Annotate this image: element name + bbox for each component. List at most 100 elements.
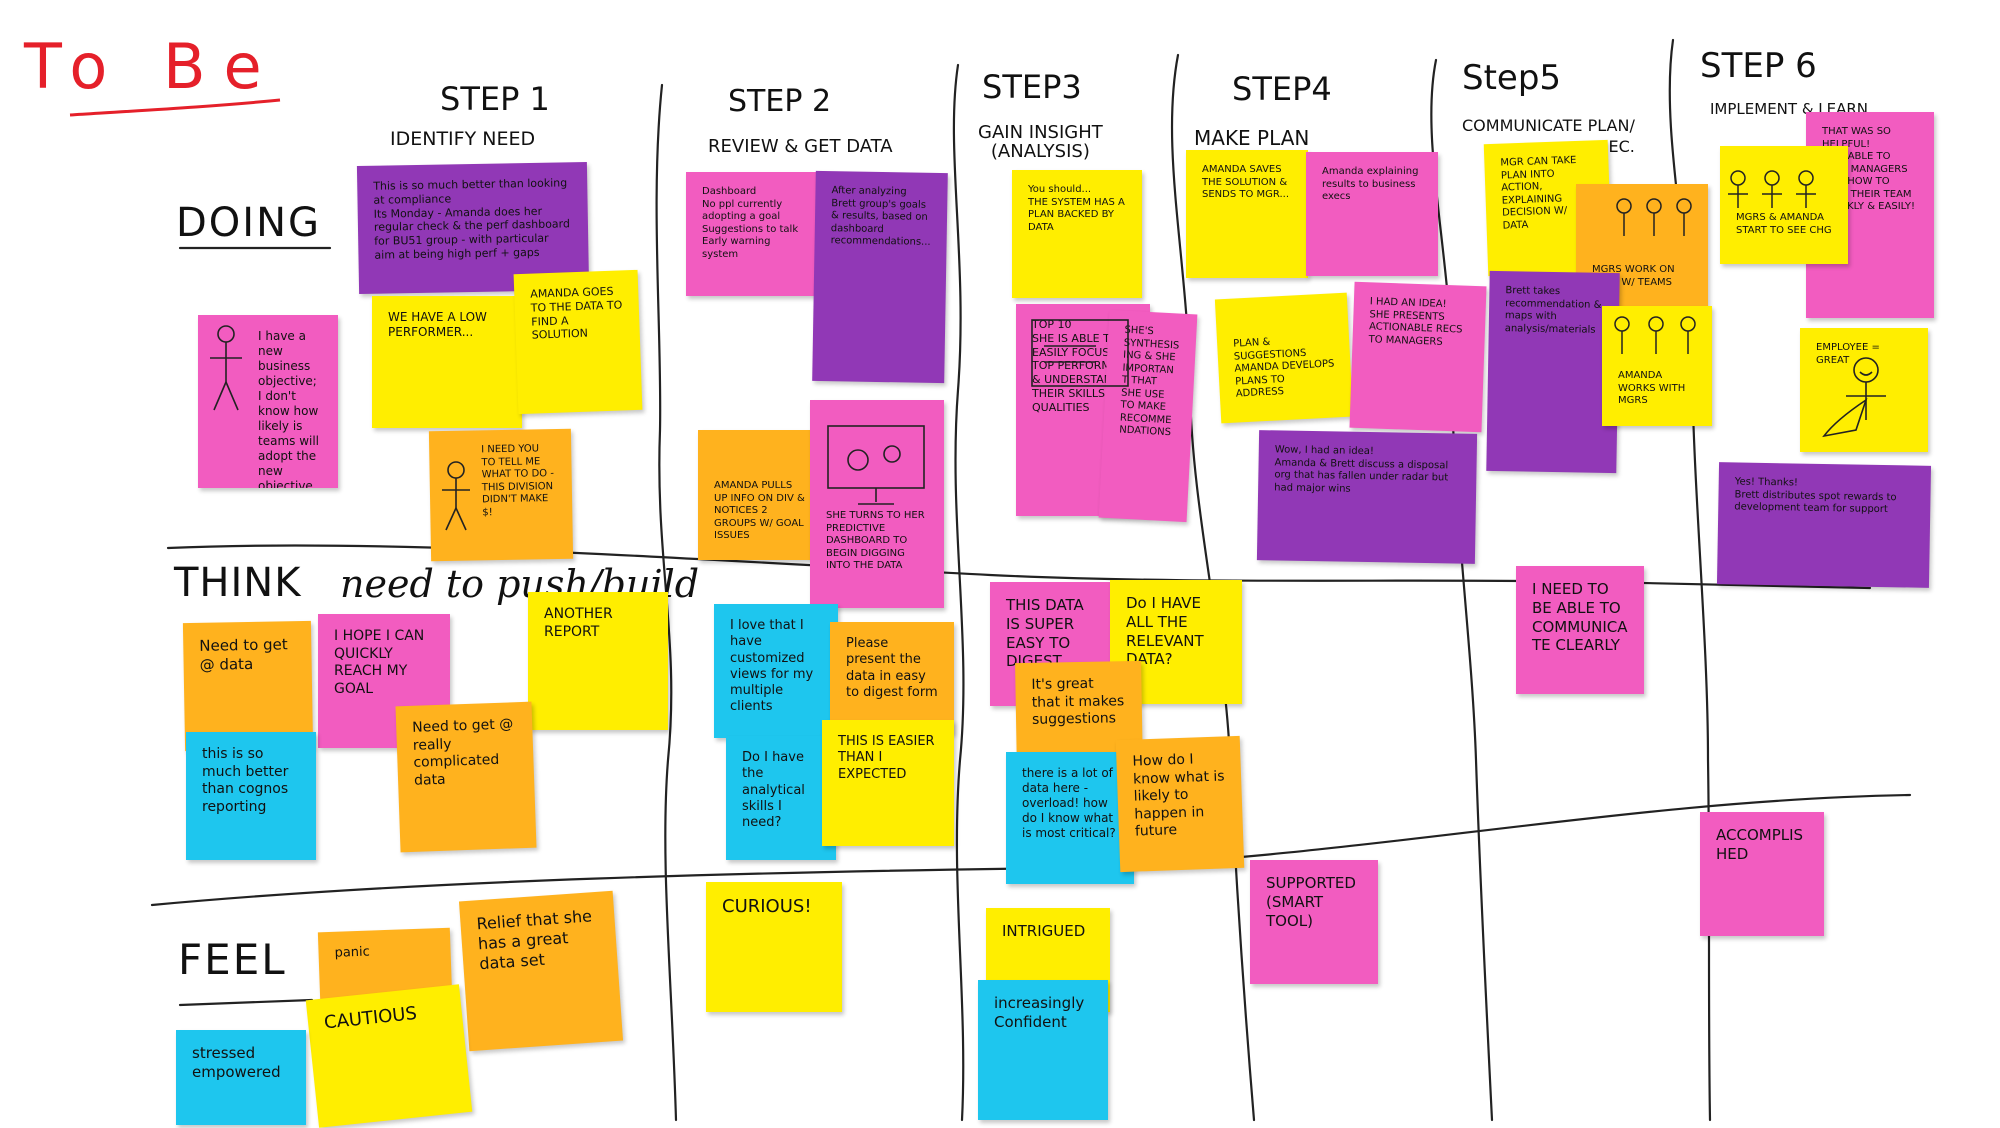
sticky-note-s4-yellow-b: PLAN & SUGGESTIONS AMANDA DEVELOPS PLANS… [1214,292,1354,424]
sticky-note-text: stressed empowered [192,1044,281,1081]
sticky-note-feel-confident: increasingly Confident [978,980,1108,1120]
monitor-sketch-icon [1031,319,1129,387]
sticky-note-text: ACCOMPLISHED [1716,826,1804,863]
sticky-note-text: How do I know what is likely to happen i… [1132,751,1225,840]
monitor-sketch-icon [827,425,925,505]
sticky-note-text: THIS DATA IS SUPER EASY TO DIGEST [1006,596,1084,671]
sticky-note-text: Need to get @ data [199,635,288,674]
sticky-note-text: there is a lot of data here - overload! … [1022,766,1116,840]
sticky-note-text: Do I HAVE ALL THE RELEVANT DATA? [1126,594,1204,669]
sticky-note-text: Yes! Thanks! Brett distributes spot rewa… [1734,476,1897,516]
sticky-note-text: AMANDA GOES TO THE DATA TO FIND A SOLUTI… [530,284,623,342]
sticky-note-s4-pink-b: I HAD AN IDEA! SHE PRESENTS ACTIONABLE R… [1349,281,1487,433]
sticky-note-text: I HOPE I CAN QUICKLY REACH MY GOAL [334,628,425,697]
sticky-note-s5-yellow-b: AMANDA WORKS WITH MGRS [1602,306,1712,426]
sticky-note-text: You should... THE SYSTEM HAS A PLAN BACK… [1028,184,1125,233]
sticky-note-text: After analyzing Brett group's goals & re… [830,185,931,248]
board-title: To Be [24,30,280,103]
sticky-note-text: SHE TURNS TO HER PREDICTIVE DASHBOARD TO… [826,510,925,571]
sticky-note-think-orange-c: Please present the data in easy to diges… [830,622,954,734]
column-divider-4 [1430,58,1494,1122]
sticky-note-text: CURIOUS! [722,896,812,917]
row-label-doing: DOING [176,200,321,246]
sticky-note-text: Need to get @ really complicated data [411,716,514,789]
step-5-label: Step5 [1462,58,1562,98]
sticky-note-text: It's great that it makes suggestions [1031,675,1125,728]
sticky-note-text: Amanda explaining results to business ex… [1322,166,1419,202]
row-label-feel: FEEL [178,935,287,984]
sticky-note-text: INTRIGUED [1002,922,1086,940]
sticky-note-text: I NEED YOU TO TELL ME WHAT TO DO - THIS … [481,443,555,518]
sticky-note-think-pink-c: I NEED TO BE ABLE TO COMMUNICATE CLEARLY [1516,566,1644,694]
sticky-note-text: Do I have the analytical skills I need? [742,750,805,830]
stick-figure-group-icon [1728,170,1816,208]
sticky-note-think-blue-b: I love that I have customized views for … [714,604,838,738]
stick-figure-group-icon [1614,316,1696,354]
stick-figure-group-icon [1616,198,1692,236]
sticky-note-s5-purple: Brett takes recommendation & maps with a… [1486,270,1620,474]
sticky-note-text: AMANDA SAVES THE SOLUTION & SENDS TO MGR… [1202,164,1290,200]
step-2-subtitle: REVIEW & GET DATA [708,136,893,157]
sticky-note-text: WE HAVE A LOW PERFORMER... [388,310,487,339]
sticky-note-think-yellow-c: Do I HAVE ALL THE RELEVANT DATA? [1110,580,1242,704]
step-4-label: STEP4 [1232,70,1332,108]
sticky-note-s4-yellow-a: AMANDA SAVES THE SOLUTION & SENDS TO MGR… [1186,150,1308,278]
sticky-note-s1-pink: I have a new business objective; I don't… [198,315,338,488]
step-3-subtitle: GAIN INSIGHT (ANALYSIS) [978,122,1103,162]
sticky-note-text: this is so much better than cognos repor… [202,746,289,815]
sticky-note-s1-yellow-a: WE HAVE A LOW PERFORMER... [372,296,522,428]
sticky-note-text: I NEED TO BE ABLE TO COMMUNICATE CLEARLY [1532,580,1628,655]
sticky-note-s6-purple: Yes! Thanks! Brett distributes spot rewa… [1716,462,1932,588]
sticky-note-text: Wow, I had an idea! Amanda & Brett discu… [1274,444,1449,495]
sticky-note-text: panic [334,944,371,961]
sticky-note-text: PLAN & SUGGESTIONS AMANDA DEVELOPS PLANS… [1232,336,1335,400]
stick-figure-icon [442,461,470,531]
step-3-label: STEP3 [982,68,1082,106]
stick-figure-icon [210,325,242,411]
sticky-note-s6-yellow-a: MGRS & AMANDA START TO SEE CHG [1720,146,1848,264]
sticky-note-text: I have a new business objective; I don't… [258,329,320,488]
sticky-note-text: AMANDA WORKS WITH MGRS [1618,370,1686,406]
sticky-note-s4-purple: Wow, I had an idea! Amanda & Brett discu… [1256,430,1478,564]
title-underline [69,98,281,117]
sticky-note-feel-relief: Relief that she has a great data set [458,890,624,1052]
sticky-note-s2-purple: After analyzing Brett group's goals & re… [812,170,948,384]
column-divider-3 [1170,53,1256,1122]
sticky-note-think-blue-c: Do I have the analytical skills I need? [726,736,836,860]
sticky-note-s1-yellow-b: AMANDA GOES TO THE DATA TO FIND A SOLUTI… [513,269,643,415]
sticky-note-text: Brett takes recommendation & maps with a… [1504,285,1602,336]
sticky-note-feel-supported: SUPPORTED (SMART TOOL) [1250,860,1378,984]
sticky-note-think-blue-a: this is so much better than cognos repor… [186,732,316,860]
sticky-note-text: Relief that she has a great data set [475,906,593,974]
smiling-figure-icon [1822,357,1886,438]
sticky-note-text: THIS IS EASIER THAN I EXPECTED [838,734,935,782]
sticky-note-text: MGRS & AMANDA START TO SEE CHG [1736,212,1832,236]
step-6-label: STEP 6 [1700,46,1817,86]
sticky-note-text: I HAD AN IDEA! SHE PRESENTS ACTIONABLE R… [1368,296,1463,348]
step-4-subtitle: MAKE PLAN [1194,126,1310,150]
sticky-note-text: AMANDA PULLS UP INFO ON DIV & NOTICES 2 … [714,480,805,541]
sticky-note-text: Dashboard No ppl currently adopting a go… [702,186,799,260]
feel-underline [178,998,314,1007]
sticky-note-think-orange-b: Need to get @ really complicated data [395,701,537,853]
sticky-note-text: ANOTHER REPORT [544,606,613,640]
sticky-note-feel-stressed: stressed empowered [176,1030,306,1125]
sticky-note-text: Please present the data in easy to diges… [846,636,938,700]
sticky-note-feel-cautious: CAUTIOUS [305,984,473,1128]
sticky-note-feel-curious: CURIOUS! [706,882,842,1012]
sticky-note-s4-pink-a: Amanda explaining results to business ex… [1306,152,1438,276]
sticky-note-s3-yellow: You should... THE SYSTEM HAS A PLAN BACK… [1012,170,1142,298]
sticky-note-think-orange-e: How do I know what is likely to happen i… [1115,735,1245,873]
sticky-note-s6-yellow-b: EMPLOYEE = GREAT [1800,328,1928,452]
step-1-subtitle: IDENTIFY NEED [390,128,536,150]
sticky-note-think-yellow-a: ANOTHER REPORT [528,592,668,730]
sticky-note-think-blue-d: there is a lot of data here - overload! … [1006,752,1134,884]
sticky-note-text: EMPLOYEE = GREAT [1816,342,1880,366]
sticky-note-s2-orange: AMANDA PULLS UP INFO ON DIV & NOTICES 2 … [698,430,822,560]
sticky-note-text: I love that I have customized views for … [730,618,814,715]
sticky-note-text: SUPPORTED (SMART TOOL) [1266,874,1356,930]
sticky-note-text: This is so much better than looking at c… [373,176,571,262]
sticky-note-text: CAUTIOUS [323,1002,418,1034]
column-divider-2 [952,63,965,1122]
